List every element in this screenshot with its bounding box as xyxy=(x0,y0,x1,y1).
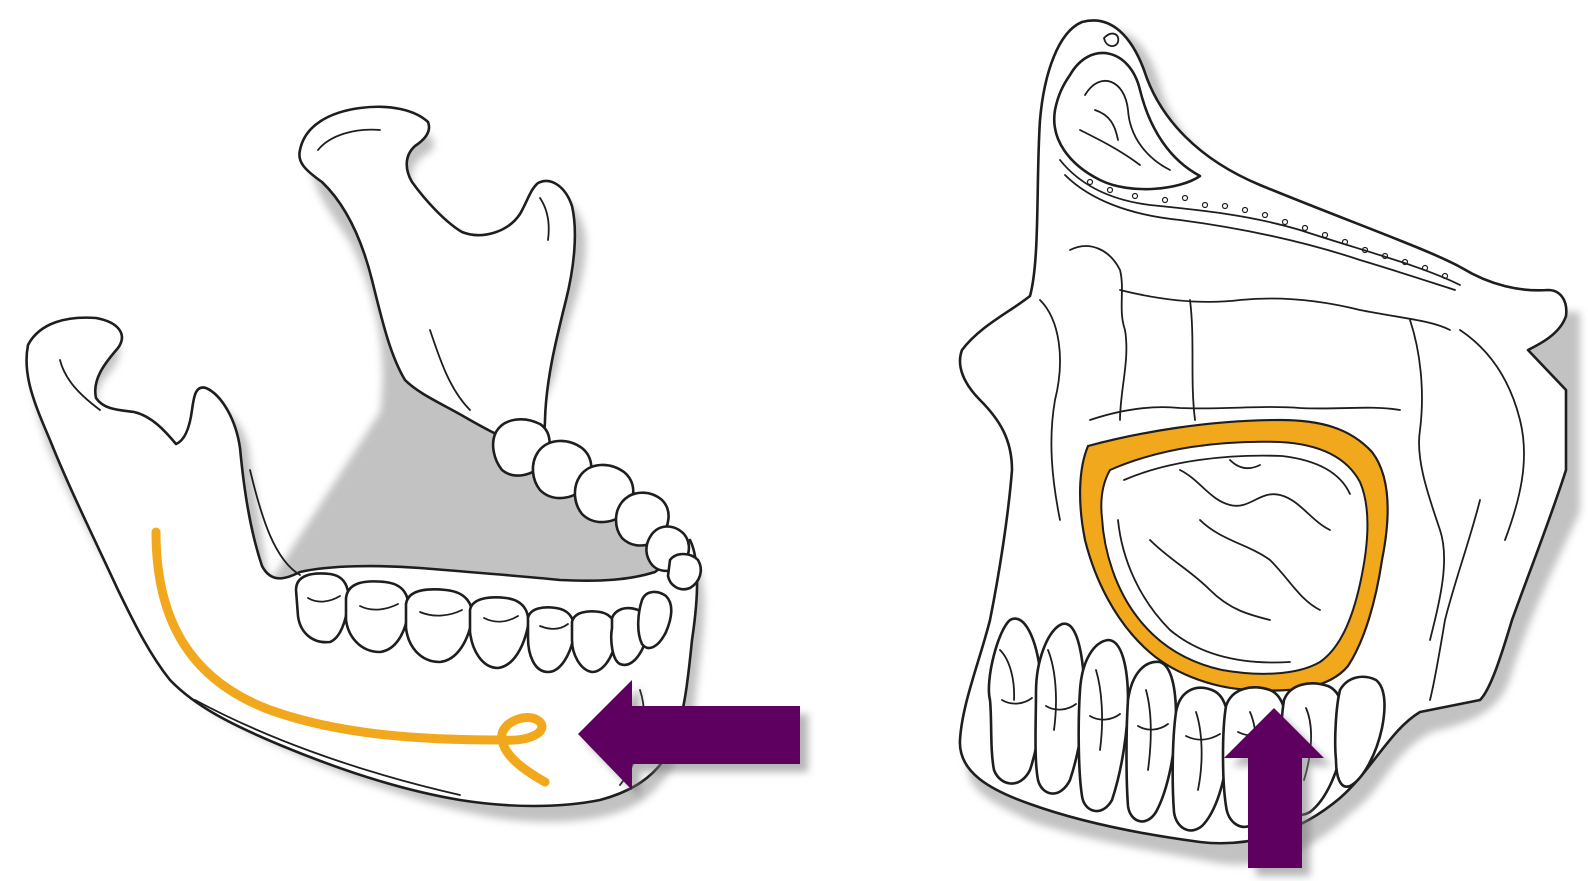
mandible-illustration xyxy=(27,107,808,822)
maxilla-illustration xyxy=(960,20,1580,876)
